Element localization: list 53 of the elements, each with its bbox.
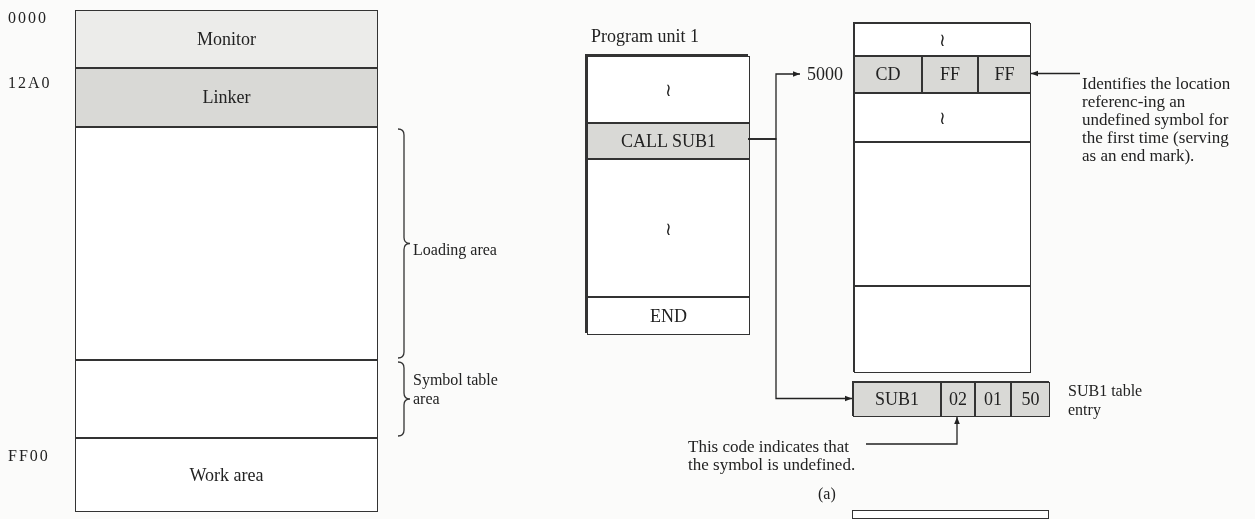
memory-segment	[75, 360, 378, 438]
cell-value: CD	[875, 64, 901, 85]
cell-value: 50	[1021, 389, 1040, 410]
code-row	[587, 56, 750, 123]
table-cell	[975, 382, 1011, 417]
cell-value: FF	[940, 64, 960, 85]
code-text: CALL SUB1	[621, 130, 716, 152]
cell-value: 01	[984, 389, 1002, 410]
side-label: Loading area	[413, 240, 498, 259]
code-row	[587, 297, 750, 335]
code-row	[587, 123, 750, 159]
code-text: END	[650, 305, 687, 327]
address-label: FF00	[8, 446, 51, 465]
cell-value: SUB1	[875, 389, 919, 410]
arrow	[865, 416, 960, 445]
segment-label: Linker	[202, 87, 251, 108]
code-row	[587, 159, 750, 297]
memory-segment	[75, 68, 378, 127]
figure-label: (a)	[818, 484, 836, 503]
memory-cell	[922, 56, 978, 93]
memory-row	[854, 93, 1031, 142]
table-cell	[1011, 382, 1050, 417]
segment-label: Work area	[189, 464, 264, 486]
address-label: 0000	[8, 8, 49, 27]
table-cell	[853, 382, 941, 417]
break-mark: ≀	[939, 29, 946, 50]
box-heading: Program unit 1	[591, 26, 699, 47]
segment-label: Monitor	[197, 28, 256, 50]
memory-segment	[75, 10, 378, 68]
memory-row	[854, 286, 1031, 373]
memory-segment	[75, 438, 378, 512]
memory-box	[852, 510, 1049, 519]
memory-row	[854, 23, 1031, 56]
address-label: 12A0	[8, 73, 53, 92]
side-label: Symbol table area	[413, 370, 499, 408]
memory-segment	[75, 127, 378, 360]
break-mark: ≀	[939, 107, 946, 128]
table-entry-row	[852, 381, 1049, 416]
side-label: SUB1 table entry	[1068, 381, 1144, 419]
arrow	[747, 138, 853, 402]
table-cell	[941, 382, 975, 417]
arrow	[1030, 70, 1081, 77]
cell-value: FF	[994, 64, 1015, 85]
break-mark: ≀	[665, 79, 672, 100]
address-text: 5000	[807, 63, 843, 85]
memory-cell	[854, 56, 922, 93]
annotation-text: This code indicates that the symbol is undefined.	[688, 438, 857, 474]
memory-row	[854, 142, 1031, 286]
annotation-text: Identifies the location referenc-ing an undefined symbol for the first time (serving as an end mark).	[1082, 75, 1232, 165]
memory-box	[853, 22, 1030, 372]
memory-cell	[978, 56, 1031, 93]
break-mark: ≀	[665, 217, 672, 239]
cell-value: 02	[949, 389, 967, 410]
